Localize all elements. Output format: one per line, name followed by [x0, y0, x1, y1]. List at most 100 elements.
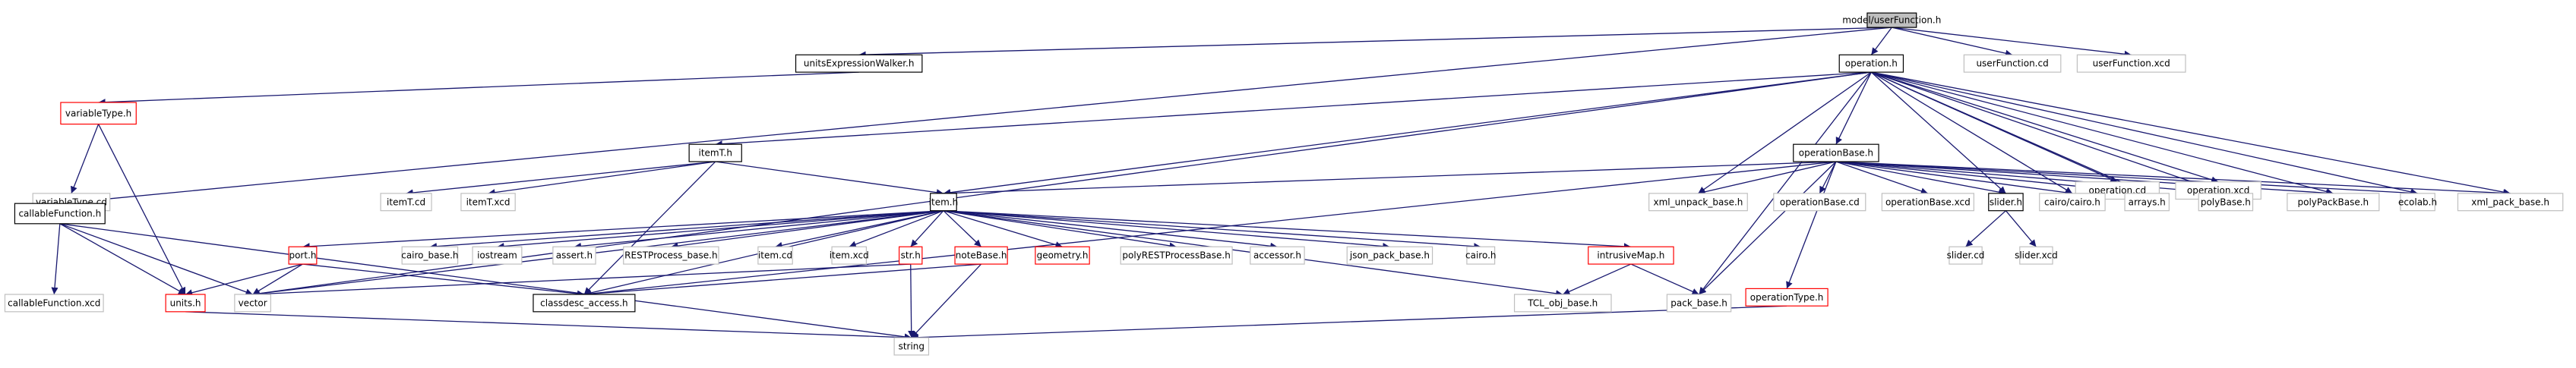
node-itemt-xcd[interactable]: itemT.xcd [460, 193, 516, 212]
edge-item-h-to-item-cd [775, 210, 944, 249]
node-operation-h[interactable]: operation.h [1838, 54, 1904, 73]
node-accessor-h[interactable]: accessor.h [1250, 246, 1305, 265]
node-box [4, 294, 104, 313]
edge-itemt-h-to-itemt-xcd [488, 161, 716, 197]
node-label: arrays.h [2129, 197, 2166, 207]
edge-item-h-to-cairo-h [943, 210, 1481, 250]
node-label: units.h [170, 297, 201, 308]
node-itemt-h[interactable]: itemT.h [688, 143, 742, 162]
node-operationbase-xcd[interactable]: operationBase.xcd [1881, 193, 1974, 212]
node-units-h[interactable]: units.h [165, 294, 206, 313]
edge-str-h-to-string [908, 264, 915, 338]
node-xml-unpack-base-h[interactable]: xml_unpack_base.h [1648, 193, 1748, 212]
node-cairo-base-h[interactable]: cairo_base.h [401, 246, 459, 265]
node-userfunction-xcd[interactable]: userFunction.xcd [2076, 54, 2186, 73]
node-slider-h[interactable]: slider.h [1988, 193, 2024, 212]
node-str-h[interactable]: str.h [899, 246, 923, 265]
node-item-h[interactable]: item.h [929, 193, 959, 212]
edge-operation-h-to-xml-unpack-base-h [1698, 71, 1872, 194]
node-cairo-h[interactable]: cairo.h [1465, 246, 1497, 265]
edge-operationbase-h-to-operationtype-h [1786, 161, 1837, 289]
node-json-pack-base-h[interactable]: json_pack_base.h [1346, 246, 1433, 265]
node-polyrestprocessbase-h[interactable]: polyRESTProcessBase.h [1120, 246, 1233, 265]
node-label: operationBase.xcd [1885, 197, 1971, 207]
node-label: slider.cd [1947, 250, 1985, 261]
node-itemt-cd[interactable]: itemT.cd [380, 193, 432, 212]
edge-item-h-to-accessor-h [943, 210, 1278, 250]
node-unitsexpressionwalker-h[interactable]: unitsExpressionWalker.h [795, 54, 923, 73]
node-ecolab-h[interactable]: ecolab.h [2398, 193, 2437, 212]
node-label: noteBase.h [956, 250, 1007, 261]
node-operationbase-h[interactable]: operationBase.h [1793, 143, 1879, 162]
edge-operation-h-to-ecolab-h [1871, 71, 2418, 196]
node-label: assert.h [556, 250, 593, 261]
node-slider-xcd[interactable]: slider.xcd [2015, 246, 2058, 265]
node-box [1988, 193, 2024, 212]
node-cairo-cairo-h[interactable]: cairo/cairo.h [2039, 193, 2106, 212]
node-label: intrusiveMap.h [1597, 250, 1664, 261]
node-label: RESTProcess_base.h [624, 250, 717, 261]
node-tcl-obj-base-h[interactable]: TCL_obj_base.h [1513, 294, 1612, 313]
node-item-xcd[interactable]: item.xcd [830, 246, 869, 265]
node-callablefunction-h[interactable]: callableFunction.h [14, 203, 106, 225]
node-restprocess-base-h[interactable]: RESTProcess_base.h [623, 246, 719, 265]
node-label: classdesc_access.h [540, 297, 628, 308]
node-polypackbase-h[interactable]: polyPackBase.h [2287, 193, 2380, 212]
node-operationtype-h[interactable]: operationType.h [1745, 288, 1828, 307]
node-box [2198, 193, 2254, 212]
node-label: cairo/cairo.h [2044, 197, 2100, 207]
node-string[interactable]: string [893, 337, 930, 356]
node-arrays-h[interactable]: arrays.h [2124, 193, 2170, 212]
node-polybase-h[interactable]: polyBase.h [2198, 193, 2254, 212]
node-xml-pack-base-h[interactable]: xml_pack_base.h [2457, 193, 2564, 212]
edge-item-h-to-restprocess-base-h [671, 210, 944, 250]
edge-operationbase-h-to-cairo-cairo-h [1835, 161, 2073, 197]
edge-variabletype-h-to-variabletype-cd [71, 124, 100, 194]
node-label: variableType.h [65, 108, 131, 118]
node-box [288, 246, 318, 265]
node-intrusivemap-h[interactable]: intrusiveMap.h [1588, 246, 1674, 265]
node-box [14, 203, 106, 225]
edge-operationbase-h-to-operationbase-xcd [1835, 161, 1929, 195]
node-userfunction-cd[interactable]: userFunction.cd [1963, 54, 2062, 73]
edge-slider-h-to-slider-xcd [2005, 210, 2037, 247]
edges-layer [51, 27, 2511, 341]
node-box [2400, 193, 2435, 212]
node-iostream[interactable]: iostream [472, 246, 523, 265]
node-geometry-h[interactable]: geometry.h [1035, 246, 1090, 265]
node-notebase-h[interactable]: noteBase.h [954, 246, 1008, 265]
node-label: polyBase.h [2201, 197, 2251, 207]
node-box [1513, 294, 1612, 313]
node-item-cd[interactable]: item.cd [757, 246, 793, 265]
edge-operationbase-h-to-operationbase-cd [1819, 161, 1837, 194]
node-variabletype-h[interactable]: variableType.h [60, 102, 137, 125]
node-callablefunction-xcd[interactable]: callableFunction.xcd [4, 294, 104, 313]
edge-operation-h-to-item-h [943, 71, 1872, 197]
node-vector[interactable]: vector [234, 294, 271, 313]
node-label: cairo.h [1465, 250, 1497, 261]
node-pack-base-h[interactable]: pack_base.h [1666, 294, 1732, 313]
node-label: ecolab.h [2398, 197, 2437, 207]
edge-callablefunction-h-to-callablefunction-xcd [51, 223, 61, 295]
node-box [2287, 193, 2380, 212]
node-slider-cd[interactable]: slider.cd [1947, 246, 1985, 265]
node-port-h[interactable]: port.h [288, 246, 318, 265]
node-label: userFunction.xcd [2093, 58, 2170, 69]
node-label: str.h [901, 250, 921, 261]
node-label: model/userFunction.h [1842, 15, 1941, 26]
node-label: json_pack_base.h [1349, 250, 1430, 261]
node-box [1949, 246, 1983, 265]
node-box [1466, 246, 1496, 265]
node-box [893, 337, 930, 356]
edge-variabletype-h-to-units-h [98, 124, 186, 295]
edge-callablefunction-h-to-string [59, 223, 912, 341]
edge-item-h-to-geometry-h [943, 210, 1063, 248]
edge-operationbase-h-to-polybase-h [1835, 161, 2226, 197]
node-classdesc-access-h[interactable]: classdesc_access.h [533, 294, 636, 313]
node-assert-h[interactable]: assert.h [552, 246, 596, 265]
node-operationbase-cd[interactable]: operationBase.cd [1773, 193, 1866, 212]
edge-operation-h-to-itemt-h [715, 71, 1872, 148]
node-model-userfunction-h[interactable]: model/userFunction.h [1842, 12, 1941, 28]
node-box [1120, 246, 1233, 265]
node-box [1346, 246, 1433, 265]
